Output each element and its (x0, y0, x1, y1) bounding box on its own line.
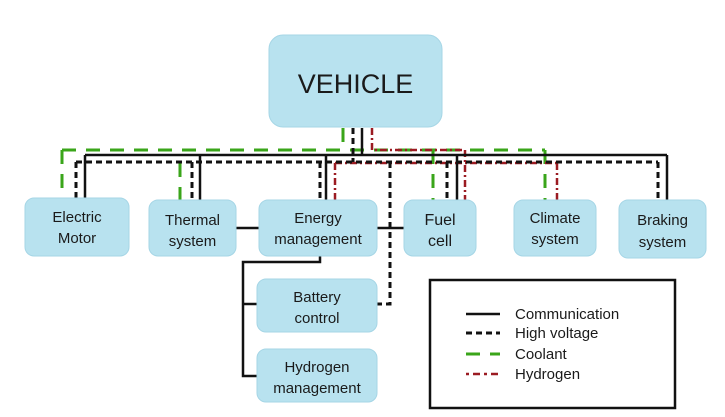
high-voltage-lines (74, 128, 660, 306)
node-hydrogen-management-label-line2: management (273, 380, 361, 397)
node-electric-motor-label-line1: Electric (52, 209, 102, 226)
node-electric-motor[interactable]: Electric Motor (24, 197, 130, 257)
node-electric-motor-label-line2: Motor (58, 230, 96, 247)
node-battery-control[interactable]: Battery control (256, 278, 378, 333)
legend-item-communication: Communication (466, 306, 619, 323)
node-battery-control-label-line2: control (294, 310, 339, 327)
node-braking-system[interactable]: Braking system (618, 199, 707, 259)
node-braking-system-label-line1: Braking (637, 212, 688, 229)
node-fuel-cell[interactable]: Fuel cell (403, 199, 477, 257)
hydrogen-line-vehicle-trunk (370, 128, 465, 152)
legend: Communication High voltage Coolant Hydro… (428, 278, 677, 410)
legend-item-coolant: Coolant (466, 346, 568, 363)
node-fuel-cell-label-line2: cell (428, 233, 452, 250)
legend-item-hydrogen: Hydrogen (466, 366, 580, 383)
node-thermal-system-label-line1: Thermal (165, 212, 220, 229)
node-vehicle-label: VEHICLE (298, 69, 414, 99)
node-energy-management-label-line2: management (274, 231, 362, 248)
legend-item-high-voltage: High voltage (466, 325, 598, 342)
legend-label-hydrogen: Hydrogen (515, 366, 580, 383)
node-climate-system[interactable]: Climate system (513, 199, 597, 257)
legend-box (428, 278, 677, 410)
coolant-lines (60, 128, 547, 200)
legend-label-communication: Communication (515, 306, 619, 323)
node-energy-management-label-line1: Energy (294, 210, 342, 227)
node-climate-system-label-line2: system (531, 231, 579, 248)
communication-lines (83, 128, 669, 378)
node-vehicle[interactable]: VEHICLE (268, 34, 443, 128)
comm-line-energy-sub-tree (241, 256, 322, 378)
legend-label-coolant: Coolant (515, 346, 568, 363)
node-hydrogen-management-label-line1: Hydrogen (284, 359, 349, 376)
node-braking-system-label-line2: system (639, 234, 687, 251)
hv-line-battery-control (377, 162, 392, 306)
node-battery-control-label-line1: Battery (293, 289, 341, 306)
node-energy-management[interactable]: Energy management (258, 199, 378, 257)
node-thermal-system-label-line2: system (169, 233, 217, 250)
node-climate-system-label-line1: Climate (530, 210, 581, 227)
node-thermal-system[interactable]: Thermal system (148, 199, 237, 257)
node-fuel-cell-label-line1: Fuel (424, 212, 455, 229)
node-hydrogen-management[interactable]: Hydrogen management (256, 348, 378, 403)
legend-label-high-voltage: High voltage (515, 325, 598, 342)
